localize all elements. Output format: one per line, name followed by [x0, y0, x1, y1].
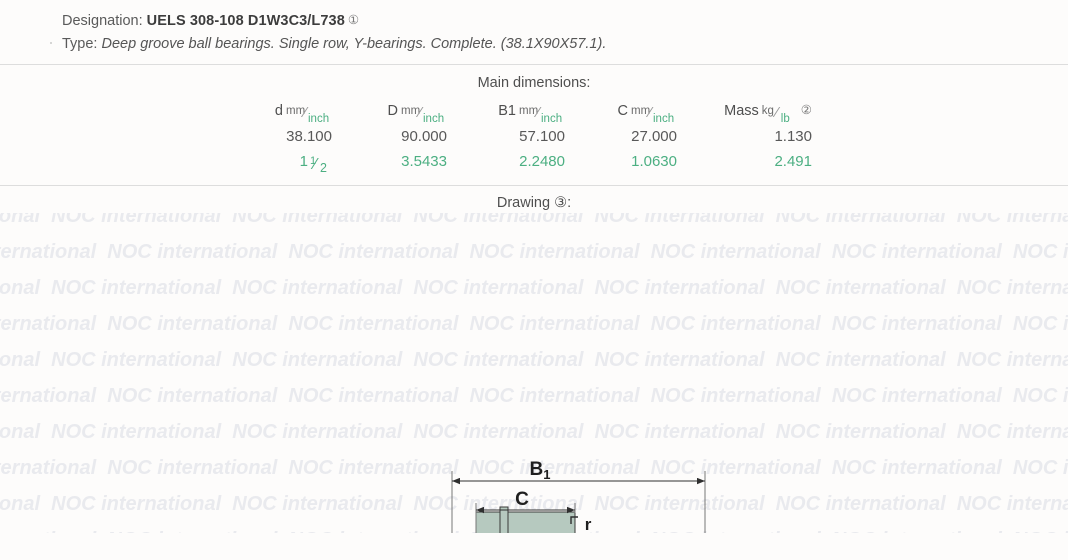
unit-denominator: inch: [541, 113, 563, 125]
value-C-inch: 1.0630: [631, 153, 677, 170]
fraction-slash: ⁄: [314, 156, 317, 173]
unit-slash: ⁄: [649, 104, 652, 121]
unit-slash: ⁄: [775, 104, 779, 121]
value-mass-lb: 2.491: [774, 153, 812, 170]
column-symbol-D: D: [387, 103, 398, 119]
type-label: Type:: [62, 36, 98, 52]
unit-kg-lb: kg⁄lb: [762, 101, 798, 125]
fraction-numerator: 1: [310, 155, 317, 167]
unit-numerator: mm: [286, 105, 306, 117]
divider-bottom: [0, 185, 1068, 186]
bearing-drawing: B1 C r r s D d1 d d2: [0, 213, 1068, 533]
main-dimensions-caption: Main dimensions:: [477, 75, 591, 91]
value-C-mm: 27.000: [631, 128, 677, 145]
label-C: C: [515, 489, 529, 510]
unit-denominator: inch: [653, 113, 675, 125]
margin-dot: [50, 42, 52, 44]
drawing-area: NOC international NOC international NOC …: [0, 213, 1068, 533]
column-symbol-B1: B1: [498, 103, 516, 119]
unit-numerator: mm: [519, 105, 539, 117]
unit-numerator: mm: [631, 105, 651, 117]
unit-mm-inch-d: mm⁄inch: [286, 101, 332, 125]
value-D-mm: 90.000: [401, 128, 447, 145]
inch-whole: 1: [299, 153, 308, 170]
unit-denominator: lb: [780, 113, 790, 125]
column-symbol-C: C: [617, 103, 628, 119]
value-B1-mm: 57.100: [519, 128, 565, 145]
drawing-caption: Drawing ③:: [496, 195, 572, 211]
label-r-top: r: [585, 515, 592, 533]
unit-slash: ⁄: [419, 104, 422, 121]
table-row-mm: 38.100 90.000 57.100 27.000 1.130: [222, 125, 812, 149]
designation-value: UELS 308-108 D1W3C3/L738: [146, 13, 345, 29]
footnote-marker-2: ②: [800, 103, 812, 117]
value-B1-inch: 2.2480: [519, 153, 565, 170]
column-symbol-mass: Mass: [724, 103, 759, 119]
fraction-one-half: 1⁄2: [308, 153, 332, 175]
unit-mm-inch-C: mm⁄inch: [631, 101, 677, 125]
divider-top: [0, 64, 1068, 65]
value-mass-kg: 1.130: [774, 128, 812, 145]
unit-numerator: kg: [761, 105, 774, 117]
label-B1: B1: [530, 459, 551, 482]
value-d-mm: 38.100: [286, 128, 332, 145]
column-symbol-d: d: [274, 103, 283, 119]
unit-mm-inch-D: mm⁄inch: [401, 101, 447, 125]
type-value: Deep groove ball bearings. Single row, Y…: [101, 36, 607, 52]
unit-denominator: inch: [308, 113, 330, 125]
unit-slash: ⁄: [537, 104, 540, 121]
designation-label: Designation:: [62, 13, 143, 29]
fraction-denominator: 2: [320, 161, 327, 175]
type-line: Type: Deep groove ball bearings. Single …: [62, 33, 1068, 56]
unit-numerator: mm: [401, 105, 421, 117]
unit-denominator: inch: [423, 113, 445, 125]
footnote-marker-1: ①: [347, 13, 360, 27]
unit-slash: ⁄: [304, 104, 307, 121]
value-D-inch: 3.5433: [401, 153, 447, 170]
unit-mm-inch-B1: mm⁄inch: [519, 101, 565, 125]
